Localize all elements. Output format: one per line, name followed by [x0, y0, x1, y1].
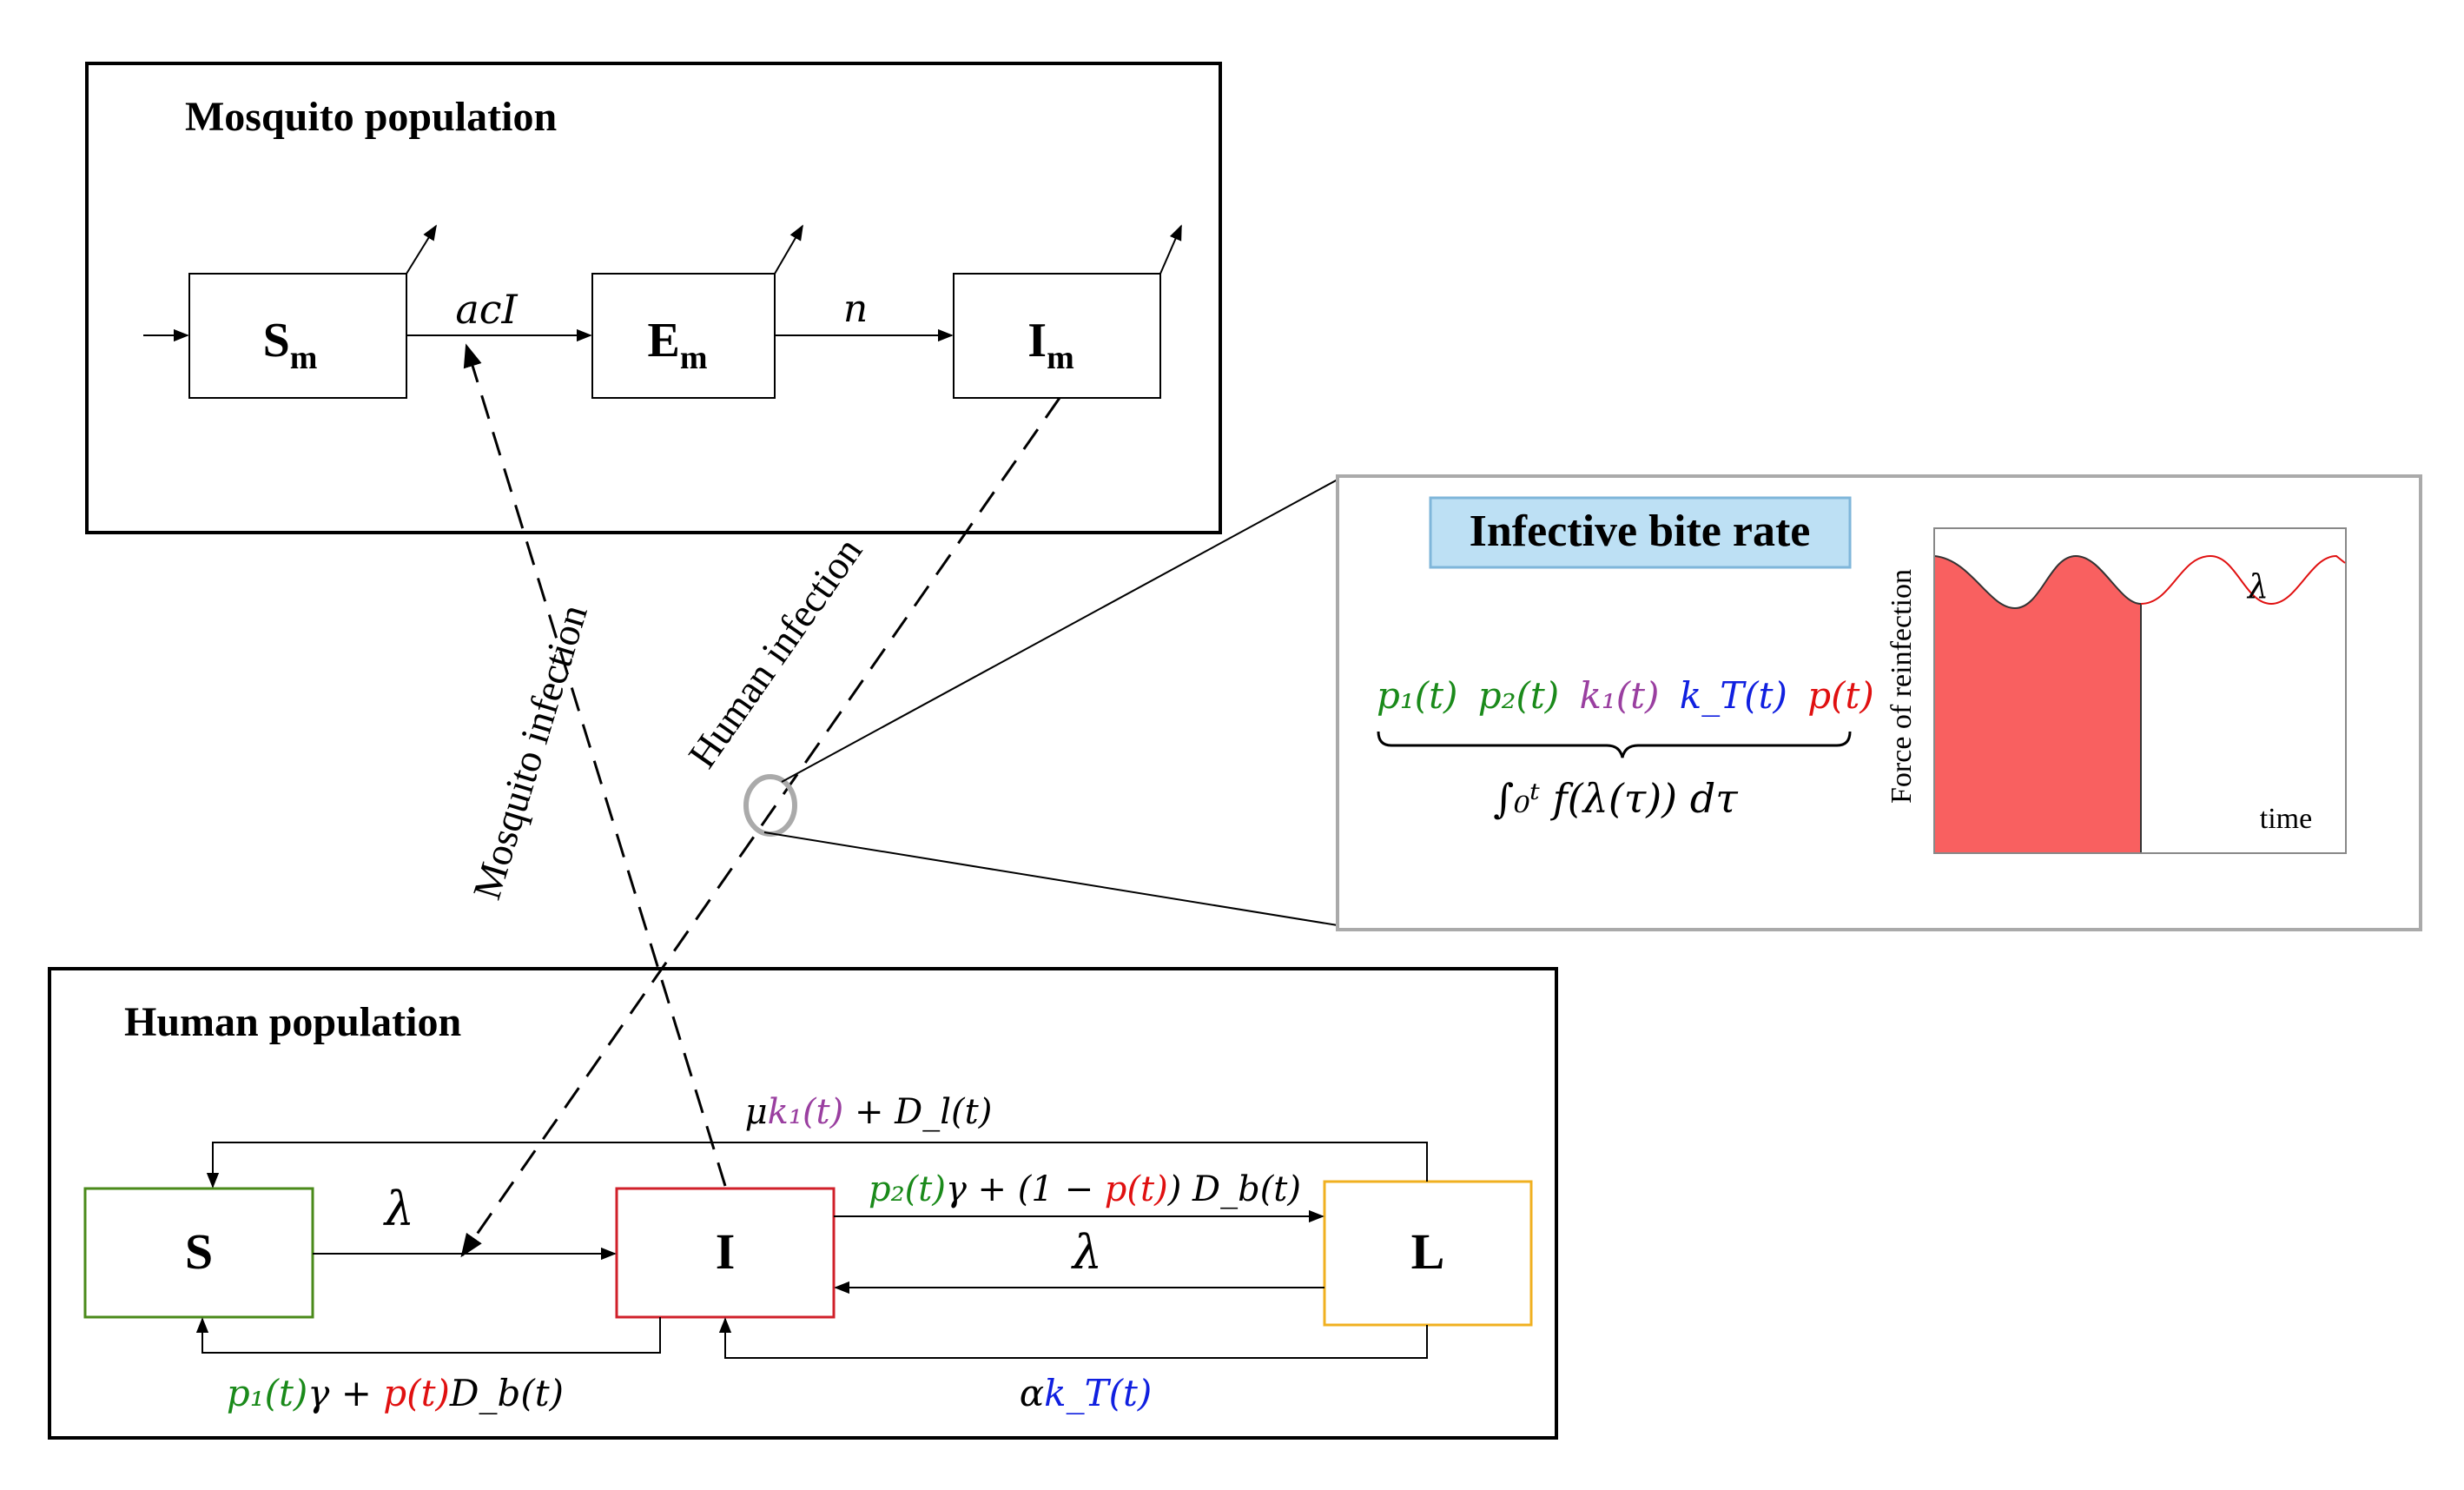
mosquito-population-panel	[85, 62, 1222, 534]
rate-L-I-label: λ	[1071, 1225, 1102, 1280]
compartment-I-label: I	[716, 1223, 736, 1280]
rate-S-I-label: λ	[383, 1182, 414, 1236]
compartment-Im-label: Im	[1027, 314, 1073, 376]
factor-p2: p₂(t)	[1478, 674, 1559, 717]
compartment-Sm	[188, 273, 407, 399]
inset-factors: p₁(t) p₂(t) k₁(t) k_T(t) p(t)	[1377, 674, 1874, 717]
rate-I-L-label: p₂(t)γ + (1 − p(t)) D_b(t)	[869, 1169, 1301, 1209]
human-population-title: Human population	[124, 999, 461, 1045]
mosquito-population-title: Mosquito population	[185, 94, 557, 140]
plot-ylabel: Force of reinfection	[1886, 569, 1918, 804]
lambda-curve	[2140, 554, 2346, 606]
underbrace	[1377, 731, 1852, 758]
factor-k1: k₁(t)	[1579, 674, 1659, 717]
mosquito-infection-link	[463, 343, 727, 1187]
human-infection-link	[460, 397, 1061, 1258]
mosquito-infection-label: Mosquito infection	[464, 599, 595, 904]
plot-xlabel: time	[2260, 803, 2312, 835]
compartment-Sm-label: Sm	[263, 314, 318, 376]
compartment-S	[83, 1187, 314, 1319]
L-to-I-relapse-arrow	[718, 1317, 1428, 1359]
rate-L-I-relapse-label: αk_T(t)	[1020, 1372, 1153, 1414]
compartment-Im	[953, 273, 1161, 399]
human-infection-label: Human infection	[679, 529, 870, 776]
zoom-line-bottom	[763, 831, 1338, 926]
factor-p1: p₁(t)	[1377, 674, 1457, 717]
factor-p: p(t)	[1807, 674, 1874, 717]
compartment-S-label: S	[185, 1223, 213, 1280]
compartment-Em-label: Em	[647, 314, 707, 376]
rate-n-label: n	[843, 287, 868, 331]
zoom-line-top	[781, 479, 1338, 783]
integral-expression: ∫₀ᵗ f(λ(τ)) dτ	[1493, 775, 1739, 822]
compartment-I	[615, 1187, 836, 1319]
zoom-circle	[743, 774, 797, 837]
inset-title: Infective bite rate	[1470, 507, 1811, 556]
L-to-S-arrow	[206, 1142, 1428, 1189]
Sm-death-arrow	[406, 224, 437, 275]
lambda-curve-integrated	[1934, 554, 2142, 610]
compartment-L-label: L	[1411, 1223, 1445, 1280]
integrated-area	[1935, 556, 2141, 852]
rate-L-S-label: μk₁(t) + D_l(t)	[745, 1092, 993, 1132]
factor-kT: k_T(t)	[1680, 674, 1787, 717]
curve-lambda-label: λ	[2246, 567, 2269, 606]
rate-acI-label: acI	[455, 286, 518, 333]
Em-death-arrow	[774, 224, 803, 275]
compartment-Em	[591, 273, 776, 399]
I-to-S-arrow	[195, 1317, 661, 1354]
Im-death-arrow	[1159, 224, 1182, 275]
rate-I-S-label: p₁(t)γ + p(t)D_b(t)	[227, 1372, 564, 1414]
inset-title-box	[1429, 496, 1852, 569]
human-population-panel	[48, 967, 1558, 1440]
